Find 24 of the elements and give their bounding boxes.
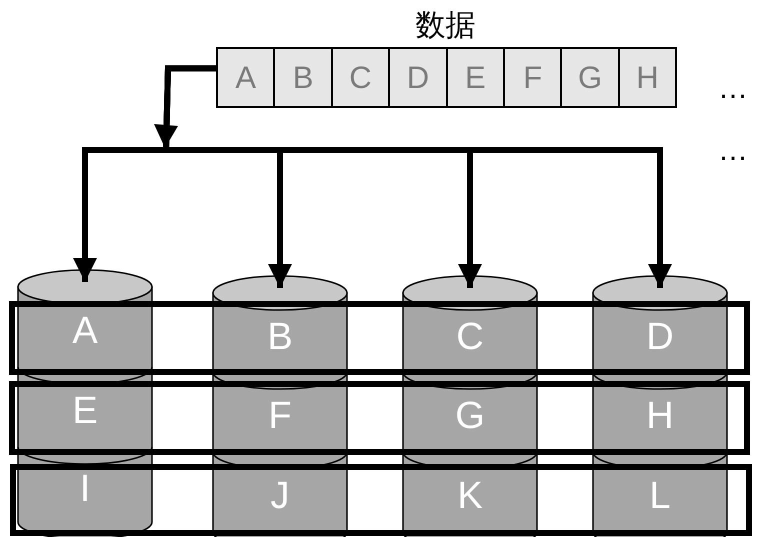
disk-label: E (72, 391, 98, 431)
data-cell: F (503, 47, 562, 108)
disk-label: F (268, 396, 292, 436)
data-cell: A (216, 47, 276, 108)
disk-label: J (270, 476, 290, 516)
data-title: 数据 (414, 8, 477, 44)
data-cell: H (618, 47, 678, 108)
data-cell: B (273, 47, 333, 108)
data-cell: C (330, 47, 390, 108)
disk-label: D (646, 316, 674, 356)
disk-label: G (455, 396, 485, 436)
disk-label: L (649, 476, 671, 516)
ellipsis-label: … (718, 134, 748, 168)
data-cell: E (446, 47, 505, 108)
disk-label: A (72, 311, 98, 351)
disk-label: I (80, 468, 90, 508)
disk-label: C (456, 316, 484, 356)
disk-label: H (646, 396, 674, 436)
ellipsis-label: … (718, 72, 748, 106)
disk-label: B (267, 316, 293, 356)
arrow (162, 65, 672, 288)
disk-label: K (457, 476, 483, 516)
data-cell: G (560, 47, 620, 108)
data-cell: D (388, 47, 448, 108)
